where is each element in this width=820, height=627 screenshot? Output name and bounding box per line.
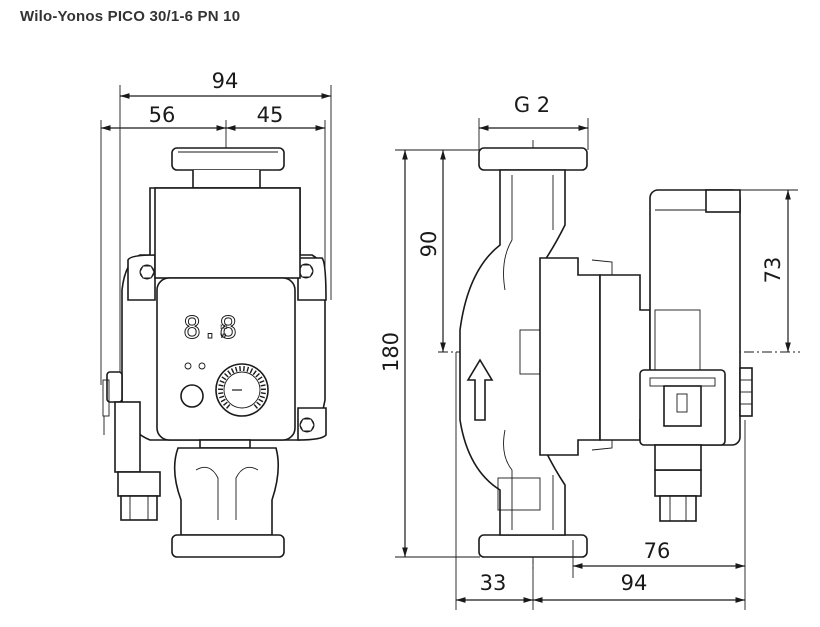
display-unit-w: w	[220, 331, 227, 340]
dial-tick	[221, 376, 227, 381]
dial-tick	[255, 373, 260, 378]
dim-front-total-width: 94	[212, 69, 239, 93]
side-bottom-flange	[478, 534, 588, 558]
motor-flange	[539, 257, 601, 456]
dial-tick	[246, 366, 250, 372]
dim-height-upper: 90	[417, 231, 441, 258]
dial-tick	[218, 392, 224, 395]
dial-tick	[224, 373, 229, 378]
side-view: G 2 180 90 73	[379, 93, 800, 610]
side-top-flange	[478, 147, 588, 171]
dial-tick	[260, 384, 266, 387]
upper-box	[154, 187, 301, 279]
dial-tick	[219, 395, 225, 399]
dial-tick	[249, 368, 254, 374]
dial-tick	[234, 366, 238, 372]
dial-tick	[258, 398, 264, 403]
dim-side-total-depth: 94	[621, 571, 648, 595]
bottom-flange	[171, 534, 285, 558]
control-panel	[156, 277, 296, 441]
cable-gland	[654, 469, 702, 497]
top-flange	[171, 147, 285, 171]
dim-front-left-width: 56	[149, 103, 176, 127]
push-button[interactable]	[180, 384, 204, 408]
dim-thread: G 2	[514, 93, 550, 117]
page-title: Wilo-Yonos PICO 30/1-6 PN 10	[20, 8, 241, 25]
dial-tick	[260, 392, 266, 395]
dial-tick	[253, 404, 258, 409]
dial-tick	[252, 370, 257, 376]
display-digits: 8.8	[183, 311, 237, 346]
dial-tick	[230, 368, 235, 374]
dim-front-right-width: 45	[257, 103, 284, 127]
front-view: 94 56 45 8.8	[100, 69, 332, 558]
flow-arrow	[466, 358, 494, 421]
dial-tick	[227, 370, 232, 376]
dial-tick	[257, 376, 263, 381]
display-unit-m: m	[220, 322, 228, 331]
dim-height-total: 180	[379, 332, 403, 372]
dial-tick	[259, 380, 265, 384]
control-dial[interactable]	[215, 363, 269, 417]
dial-tick	[259, 395, 265, 399]
dial-tick	[218, 384, 224, 387]
side-casing	[459, 169, 566, 536]
dial-tick	[226, 404, 231, 409]
dial-tick	[256, 401, 261, 406]
dial-tick	[220, 398, 226, 403]
dial-tick	[223, 401, 228, 406]
dim-side-left-offset: 33	[480, 571, 507, 595]
display: 8.8 m w	[183, 311, 238, 347]
dial-tick	[219, 380, 225, 384]
dim-motor-height: 73	[761, 257, 785, 284]
lower-body	[173, 447, 280, 536]
dim-side-depth-right: 76	[644, 539, 671, 563]
status-led-2	[198, 362, 206, 370]
status-led-1	[184, 362, 192, 370]
